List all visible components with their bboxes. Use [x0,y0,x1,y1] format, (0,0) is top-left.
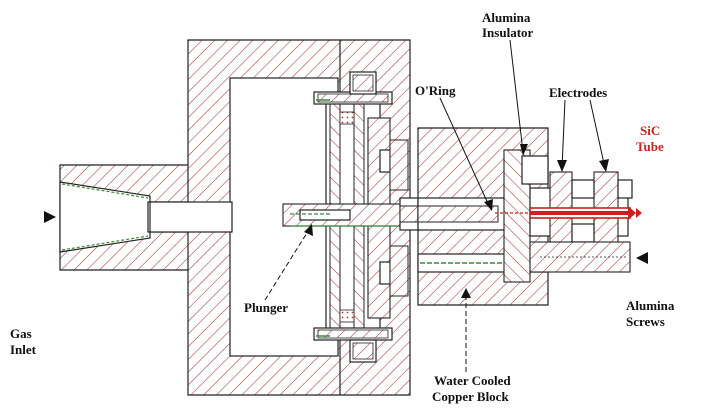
label-alumina-screws-line1: Alumina [626,298,675,313]
label-sic-tube-line1: SiC [640,123,660,138]
label-gas-inlet-line2: Inlet [10,342,37,357]
label-o-ring: O'Ring [415,83,456,98]
label-plunger: Plunger [244,300,288,315]
gas-inlet-arrow-icon [44,211,56,223]
label-copper-block-line2: Copper Block [432,389,509,404]
sic-tube-exit-arrow-icon [636,208,642,218]
label-alumina-insulator-line1: Alumina [482,10,531,25]
sic-tube [495,206,636,220]
screw-arrow-icon [636,252,648,264]
alumina-insulator [503,149,549,283]
gas-inlet-body [59,164,239,271]
label-sic-tube-line2: Tube [636,139,664,154]
label-water-cooled-line1: Water Cooled [434,373,511,388]
leader-lines [264,39,609,372]
label-alumina-screws-line2: Screws [626,314,665,329]
label-gas-inlet-line1: Gas [10,326,32,341]
label-electrodes: Electrodes [549,85,607,100]
label-alumina-insulator-line2: Insulator [482,25,534,40]
